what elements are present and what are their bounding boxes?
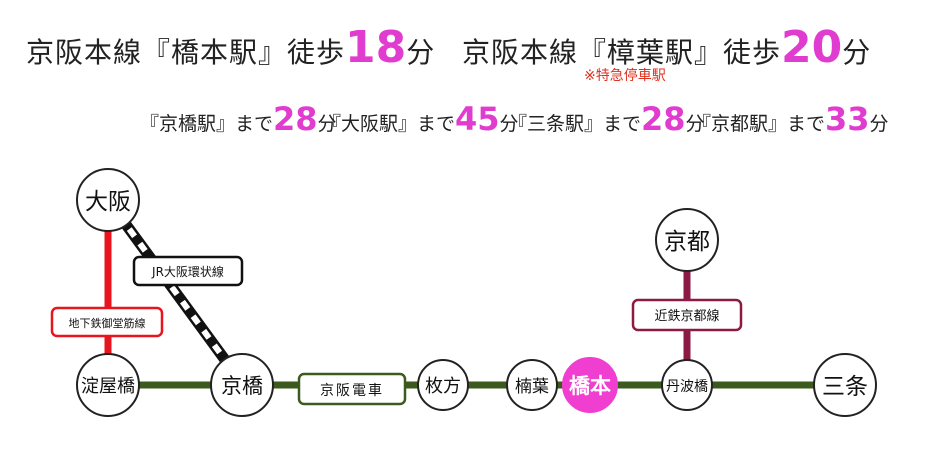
travel-time-unit: 分 bbox=[685, 113, 705, 135]
station-sanjo: 三条 bbox=[813, 353, 877, 417]
headline-kuzuha: 京阪本線『樟葉駅』徒歩20分 bbox=[462, 22, 871, 73]
travel-time-minutes: 28 bbox=[641, 100, 686, 138]
headline-kuzuha-minutes: 20 bbox=[781, 22, 843, 73]
travel-time-dest: 『大阪駅』まで bbox=[322, 113, 456, 135]
station-kyoto: 京都 bbox=[655, 208, 719, 272]
station-osaka-label: 大阪 bbox=[85, 189, 131, 215]
subway-label: 地下鉄御堂筋線 bbox=[50, 306, 164, 338]
express-stop-note: ※特急停車駅 bbox=[584, 68, 666, 84]
travel-time-minutes: 33 bbox=[825, 100, 870, 138]
station-sanjo-label: 三条 bbox=[822, 374, 868, 400]
headline-hashimoto: 京阪本線『橋本駅』徒歩18分 bbox=[26, 22, 435, 73]
jr-loop-line-inner bbox=[105, 198, 245, 385]
headline-hashimoto-unit: 分 bbox=[406, 36, 436, 69]
station-osaka: 大阪 bbox=[76, 168, 140, 232]
travel-time-dest: 『三条駅』まで bbox=[508, 113, 642, 135]
keihan-label: 京阪電車 bbox=[297, 372, 407, 406]
travel-time-kyobashi: 『京橋駅』まで28分 bbox=[140, 100, 337, 138]
headline-kuzuha-unit: 分 bbox=[842, 36, 872, 69]
travel-time-dest: 『京都駅』まで bbox=[692, 113, 826, 135]
station-kyobashi: 京橋 bbox=[210, 353, 274, 417]
station-kuzuha-label: 楠葉 bbox=[515, 377, 549, 397]
station-yodoyabashi-label: 淀屋橋 bbox=[81, 376, 135, 397]
jr-loop-label: JR大阪環状線 bbox=[132, 255, 244, 287]
travel-time-kyoto: 『京都駅』まで33分 bbox=[692, 100, 889, 138]
kintetsu-label: 近鉄京都線 bbox=[631, 298, 743, 332]
kintetsu-label-text: 近鉄京都線 bbox=[654, 308, 719, 324]
travel-time-unit: 分 bbox=[499, 113, 519, 135]
station-tambabashi: 丹波橋 bbox=[661, 359, 713, 411]
station-kuzuha: 楠葉 bbox=[506, 359, 558, 411]
station-tambabashi-label: 丹波橋 bbox=[666, 379, 708, 395]
station-yodoyabashi: 淀屋橋 bbox=[76, 353, 140, 417]
travel-time-sanjo: 『三条駅』まで28分 bbox=[508, 100, 705, 138]
travel-time-osaka: 『大阪駅』まで45分 bbox=[322, 100, 519, 138]
station-kyobashi-label: 京橋 bbox=[221, 374, 263, 398]
travel-time-unit: 分 bbox=[317, 113, 337, 135]
keihan-label-text: 京阪電車 bbox=[320, 382, 384, 399]
station-hirakata-label: 枚方 bbox=[425, 376, 461, 397]
station-hashimoto-label: 橋本 bbox=[569, 374, 611, 398]
travel-time-unit: 分 bbox=[869, 113, 889, 135]
travel-time-dest: 『京橋駅』まで bbox=[140, 113, 274, 135]
station-hirakata: 枚方 bbox=[417, 359, 469, 411]
travel-time-minutes: 45 bbox=[455, 100, 500, 138]
headline-hashimoto-minutes: 18 bbox=[345, 22, 407, 73]
travel-time-minutes: 28 bbox=[273, 100, 318, 138]
station-kyoto-label: 京都 bbox=[664, 229, 710, 255]
jr-loop-label-text: JR大阪環状線 bbox=[151, 264, 224, 279]
subway-label-text: 地下鉄御堂筋線 bbox=[69, 316, 146, 330]
headline-hashimoto-text: 京阪本線『橋本駅』徒歩 bbox=[26, 36, 346, 69]
station-hashimoto: 橋本 bbox=[562, 357, 618, 413]
headline-kuzuha-text: 京阪本線『樟葉駅』徒歩 bbox=[462, 36, 782, 69]
